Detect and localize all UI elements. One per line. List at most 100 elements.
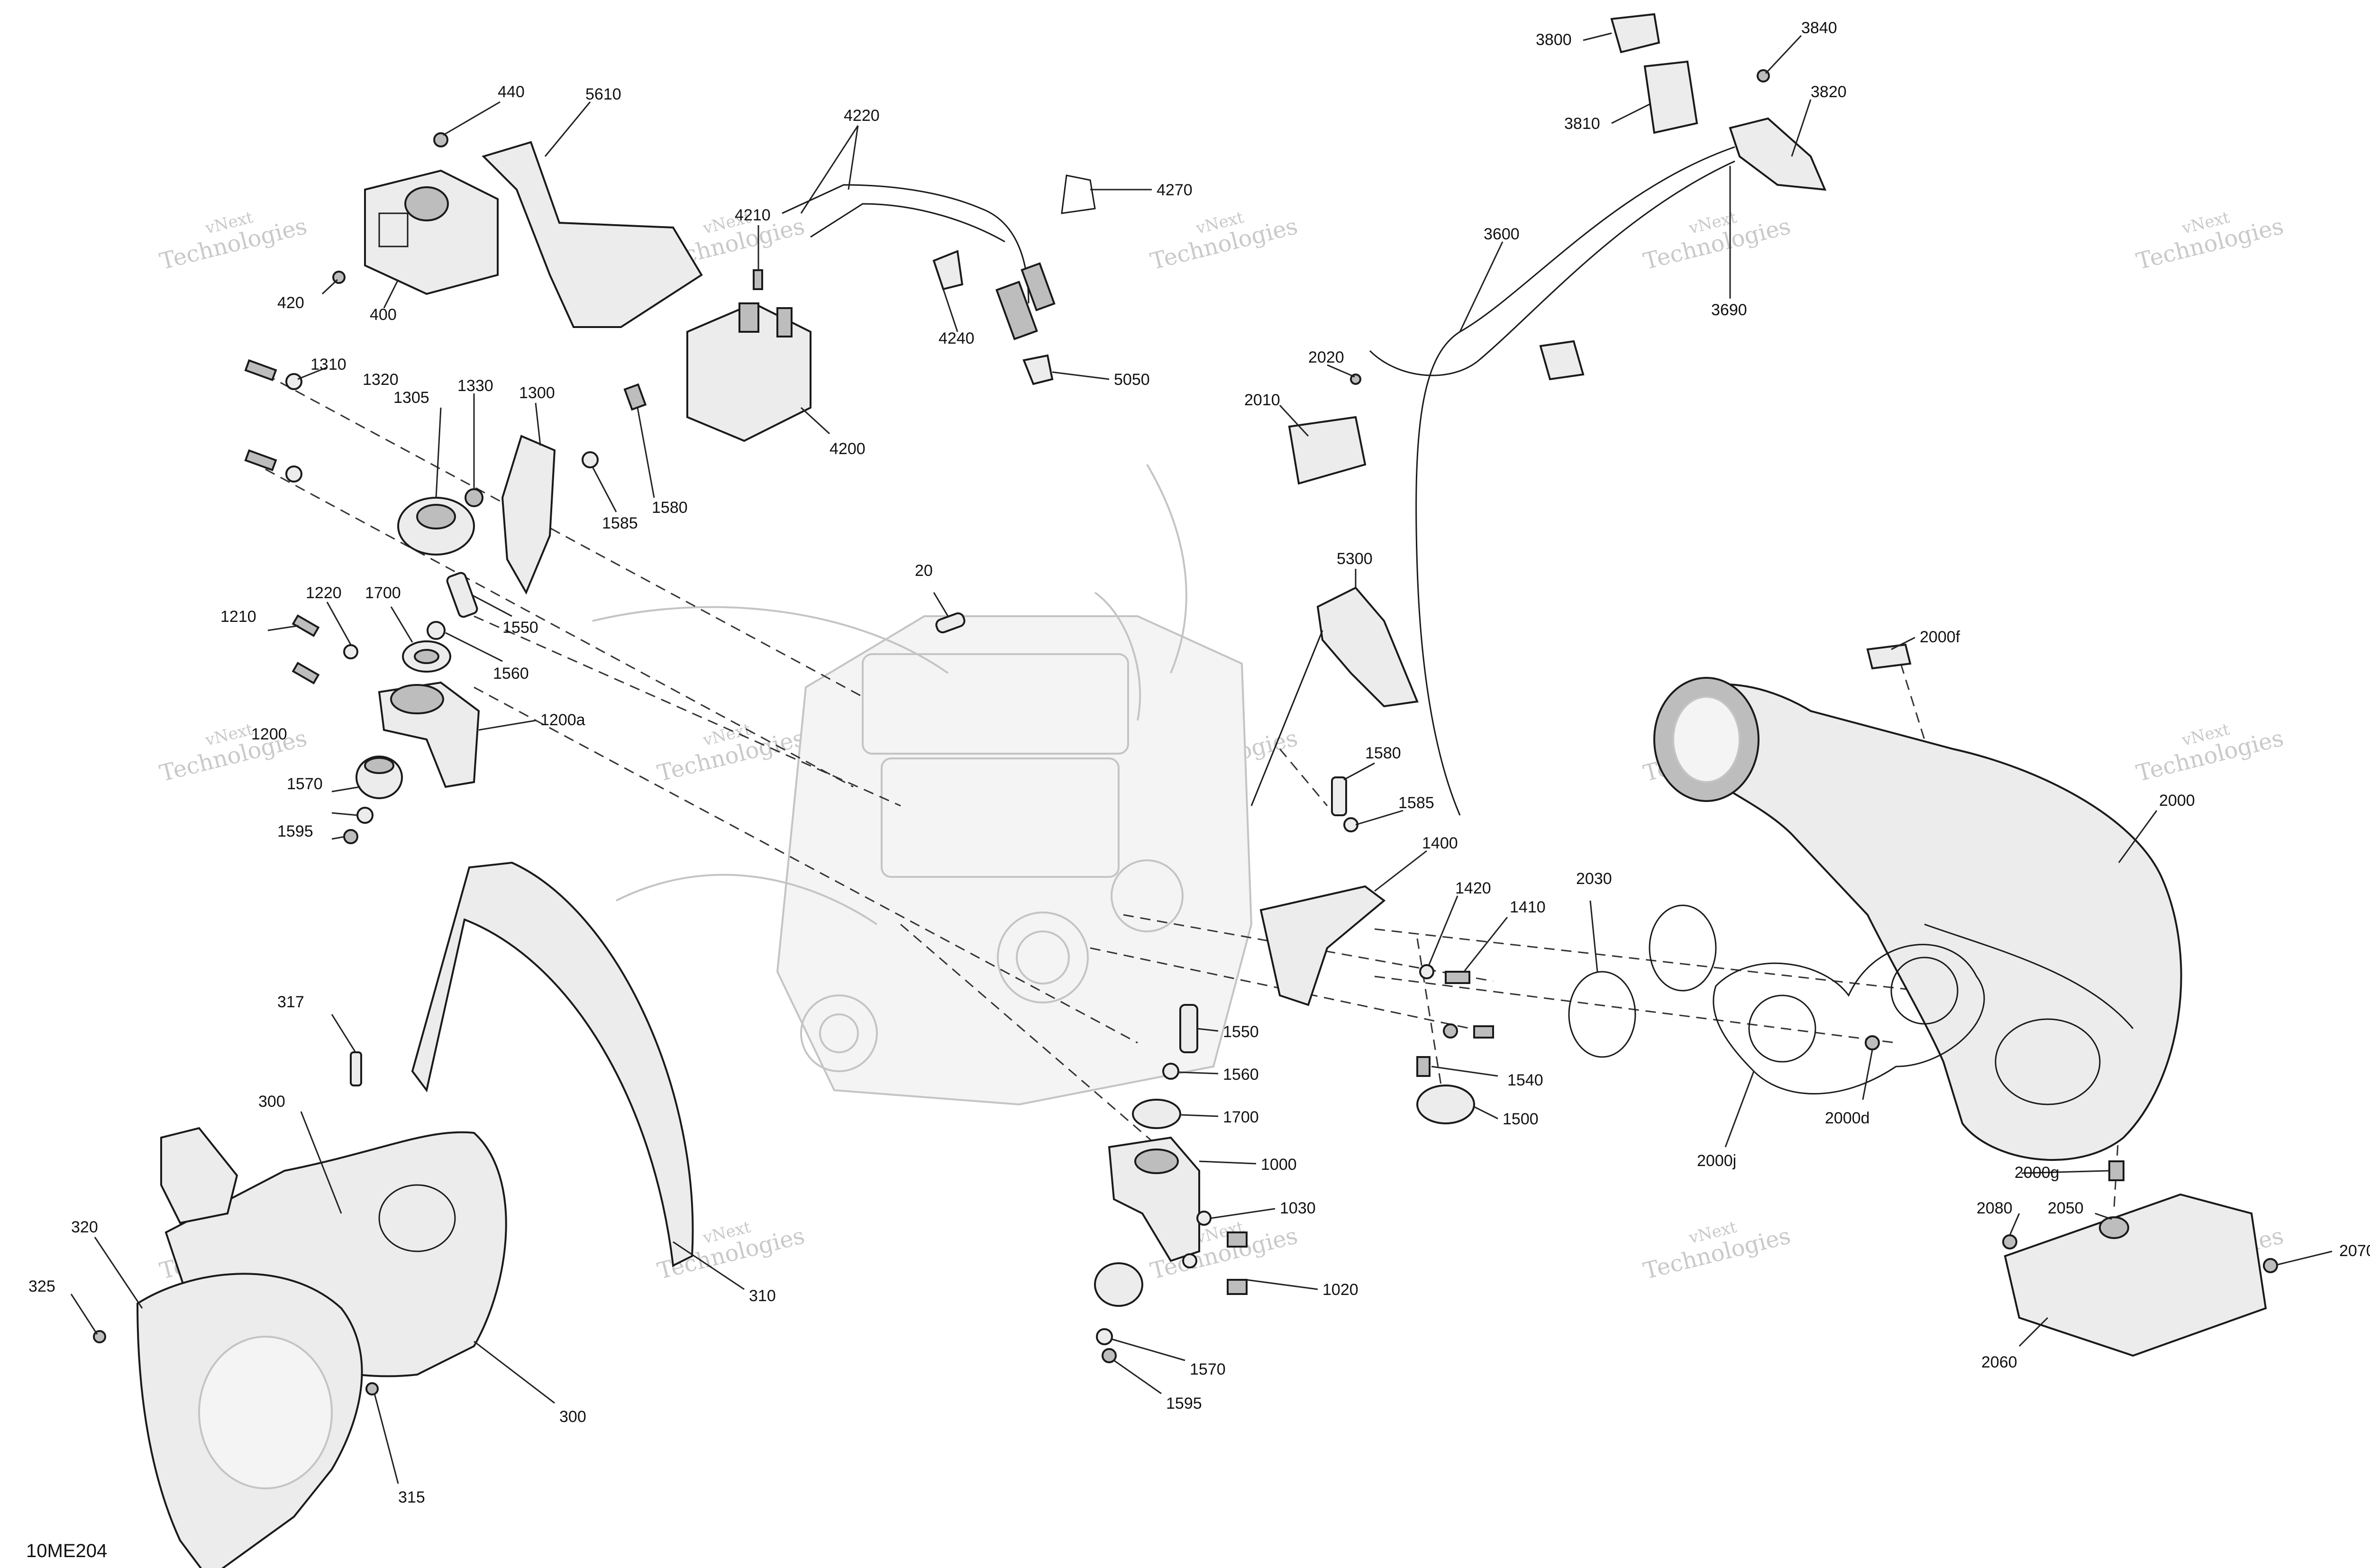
part-2000d-grommet — [1865, 1035, 1880, 1050]
watermark: vNext Technologies — [157, 208, 310, 275]
nut-1595-center — [1102, 1348, 1117, 1363]
part-4270-tie — [1061, 174, 1096, 214]
washer-1030 — [1182, 1211, 1212, 1268]
fastener-440 — [433, 132, 448, 147]
callout: 2010 — [1244, 391, 1280, 409]
callout: 2060 — [1981, 1353, 2017, 1371]
callout: 1400 — [1422, 834, 1458, 852]
part-3820-throttle-lever — [1729, 117, 1827, 191]
callout: 1300 — [519, 384, 555, 402]
callout: 2000 — [2159, 792, 2195, 810]
callout: 1560 — [1223, 1066, 1259, 1084]
callout-labels: 440 5610 420 400 4220 4210 4270 4240 420… — [28, 19, 2370, 1506]
callout: 440 — [498, 83, 525, 101]
callout: 1000 — [1261, 1156, 1297, 1174]
part-2030-clamp — [1568, 904, 1717, 1058]
callout: 2020 — [1308, 348, 1344, 366]
part-1305-mount — [397, 497, 475, 556]
part-320-clutch-cover — [136, 1273, 363, 1568]
callout: 320 — [71, 1218, 98, 1236]
part-1330-nut — [465, 488, 483, 507]
part-1500-mount — [1416, 1085, 1475, 1124]
callout: 310 — [749, 1287, 776, 1305]
callout: 1500 — [1503, 1110, 1539, 1128]
callout: 2000j — [1697, 1152, 1736, 1170]
callout: 1220 — [306, 584, 342, 602]
fastener-317 — [350, 1051, 362, 1086]
callout: 1595 — [277, 822, 313, 840]
callout: 1330 — [457, 377, 493, 395]
part-2060-tray — [2004, 1193, 2267, 1357]
watermark: vNext Technologies — [2133, 720, 2286, 787]
fastener-315 — [365, 1382, 379, 1395]
callout: 1700 — [365, 584, 401, 602]
part-1200a-mount-bracket — [378, 681, 480, 788]
callout: 420 — [277, 294, 304, 312]
fastener-1540 — [1416, 1023, 1494, 1077]
callout: 317 — [277, 993, 304, 1011]
part-3800-cover — [1610, 13, 1660, 54]
washer-1570-center — [1096, 1328, 1113, 1345]
callout: 4210 — [735, 206, 771, 224]
part-5050-cap — [1022, 354, 1054, 385]
part-3600-throttle-cable — [1369, 146, 1735, 816]
callout: 5050 — [1114, 371, 1150, 389]
callout: 1570 — [1190, 1360, 1226, 1378]
fastener-2080 — [2002, 1234, 2017, 1249]
watermark: vNext Technologies — [2133, 208, 2286, 275]
callout: 1580 — [1365, 744, 1401, 762]
part-5610-support-bracket — [482, 141, 703, 328]
fastener-1020 — [1227, 1231, 1248, 1295]
callout: 3810 — [1564, 115, 1600, 133]
washer-1585 — [582, 451, 599, 468]
callout: 1320 — [363, 371, 399, 389]
part-2000g-drain — [2108, 1160, 2124, 1181]
leader-lines — [70, 32, 2333, 1484]
callout: 4240 — [939, 329, 975, 347]
callout: 1200 — [251, 725, 287, 743]
part-1200-center-mount — [1094, 1262, 1143, 1307]
part-400-switch-box — [364, 169, 499, 295]
part-5300-bracket — [1250, 586, 1419, 806]
callout: 2050 — [2048, 1199, 2084, 1217]
callout: 1020 — [1322, 1281, 1358, 1299]
callout: 1700 — [1223, 1108, 1259, 1126]
part-4220-ignition-harness — [782, 184, 1056, 340]
callout: 5300 — [1337, 550, 1373, 568]
watermark: vNext Technologies — [1641, 1218, 1793, 1285]
callout: 2030 — [1576, 870, 1612, 888]
callout: 1595 — [1166, 1395, 1202, 1413]
fastener-1210 — [292, 614, 320, 684]
callout: 3840 — [1801, 19, 1837, 37]
washer-1220 — [343, 644, 358, 659]
callout: 1210 — [220, 608, 256, 626]
callout: 3820 — [1811, 83, 1847, 101]
fastener-1580-right — [1331, 776, 1347, 816]
washer-1420 — [1419, 964, 1434, 979]
callout: 1540 — [1507, 1071, 1543, 1089]
callout: 1550 — [502, 619, 538, 637]
callout: 4220 — [844, 107, 880, 125]
callout: 2000f — [1920, 628, 1960, 646]
part-400-actuator — [160, 1127, 238, 1224]
fastener-1410 — [1445, 971, 1470, 984]
part-1000-mount-bracket — [1108, 1136, 1200, 1262]
callout: 3600 — [1484, 225, 1520, 243]
callout: 315 — [398, 1488, 425, 1506]
callout: 2000d — [1825, 1109, 1870, 1127]
nut-1595 — [343, 829, 358, 844]
washer-1560-center — [1162, 1063, 1179, 1080]
callout: 1200a — [540, 711, 585, 729]
callout: 20 — [915, 562, 933, 580]
part-1400-bracket — [1259, 885, 1386, 1006]
watermark: vNext Technologies — [655, 720, 807, 787]
callout: 325 — [28, 1277, 55, 1295]
part-1700-bushing — [402, 640, 451, 673]
watermark: vNext Technologies — [157, 720, 310, 787]
callout: 300 — [559, 1408, 586, 1426]
callout: 2070 — [2339, 1242, 2370, 1260]
callout: 1420 — [1455, 879, 1491, 897]
part-4240-clip — [932, 250, 964, 291]
fastener-2070 — [2263, 1258, 2278, 1273]
